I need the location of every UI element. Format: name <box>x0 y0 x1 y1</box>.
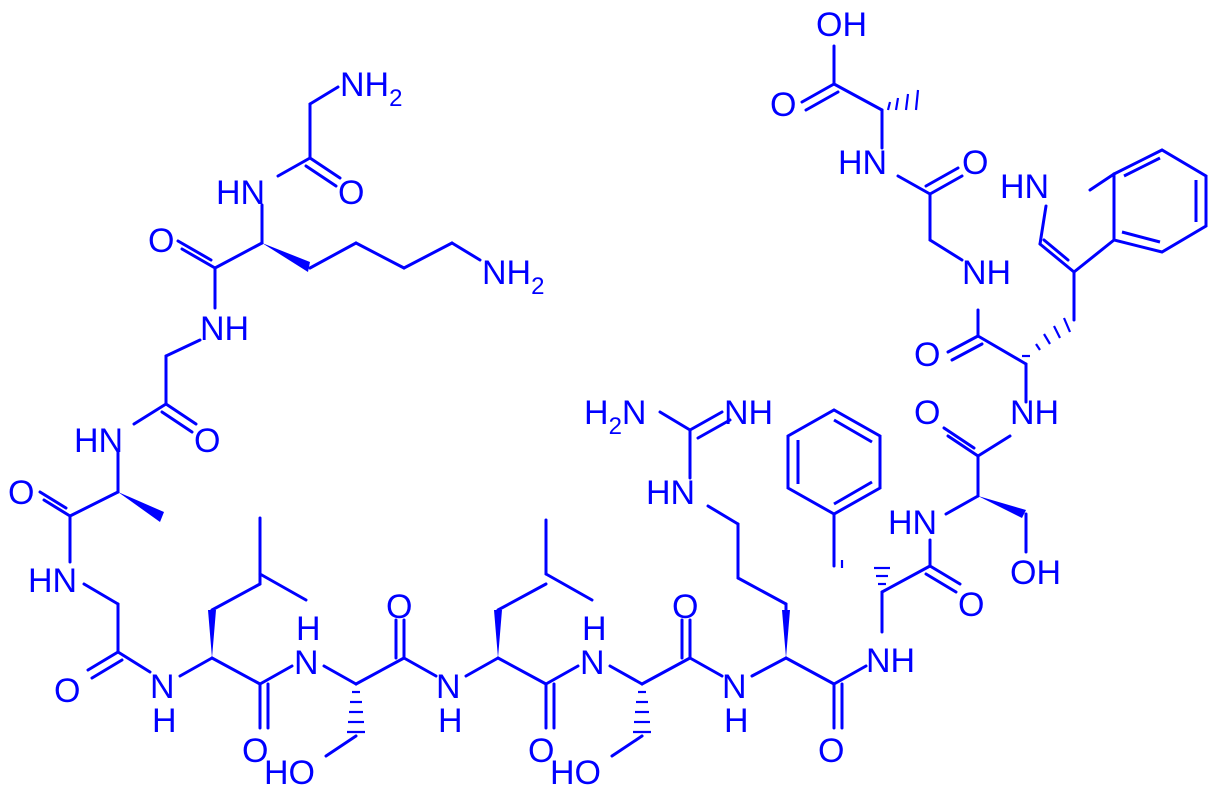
n-ser1-h-label: H <box>296 610 321 648</box>
wedge-bond-ala <box>118 492 164 522</box>
nh2-terminal-label: NH2 <box>340 66 402 112</box>
ho-ser1-label: HO <box>264 754 315 788</box>
phenyl-ring <box>786 408 882 516</box>
wedge-bond-arg <box>782 610 790 658</box>
oh-acid-label: OH <box>816 6 867 44</box>
indole-ring-double-bond-1 <box>1123 156 1161 178</box>
hn-indole-label: HN <box>1000 168 1049 206</box>
n-ser2-h-label: H <box>582 610 607 648</box>
n-leu2-h-label: H <box>438 702 463 740</box>
hn-gly3-label: HN <box>28 562 77 600</box>
bond-lines <box>38 44 1116 758</box>
hn-ala2-label: HN <box>838 144 887 182</box>
o-trp-label: O <box>914 336 940 374</box>
indole-ring-double-bond-3 <box>1121 230 1161 244</box>
hn-ser3-label: HN <box>888 504 937 542</box>
hash-bonds <box>347 89 1072 734</box>
h2n-guanidino-label: H2N <box>584 394 646 440</box>
nh-trp-label: NH <box>1010 394 1059 432</box>
o-gly2-label: O <box>194 422 220 460</box>
phenyl-ring-double-bonds-2 <box>833 418 873 444</box>
oh-ser3-label: OH <box>1010 554 1061 592</box>
indole-benzene-ring <box>1112 148 1208 254</box>
o-lys-label: O <box>148 222 174 260</box>
n-leu1-label: N <box>150 668 175 706</box>
n-leu1-h-label: H <box>152 702 177 740</box>
n-arg-label: N <box>722 668 747 706</box>
nh2-lys-sidechain-label: NH2 <box>482 254 544 300</box>
o-ser3-label: O <box>914 394 940 432</box>
o-gly1-label: O <box>338 174 364 212</box>
o-gly4-label: O <box>962 144 988 182</box>
wedge-bond-lys <box>262 243 310 272</box>
nh-gly4-label: NH <box>962 254 1011 292</box>
nh-guanidino-label: NH <box>724 394 773 432</box>
n-leu2-label: N <box>436 668 461 706</box>
o-acid-label: O <box>770 86 796 124</box>
o-leu1-label: O <box>242 732 268 770</box>
wedge-bond-leu2 <box>494 610 502 658</box>
nh-gly1-label: NH <box>200 310 249 348</box>
n-ser1-label: N <box>294 644 319 682</box>
hn-lys-label: HN <box>216 174 265 212</box>
n-ser2-label: N <box>580 644 605 682</box>
wedge-bond-ser3 <box>978 496 1026 518</box>
phenyl-ring-double-bonds-3 <box>833 480 873 506</box>
hn-ala-label: HN <box>74 422 123 460</box>
o-leu2-label: O <box>528 732 554 770</box>
o-ser1-label: O <box>386 588 412 626</box>
wedge-bond-leu1 <box>208 610 216 658</box>
o-ser2-label: O <box>672 588 698 626</box>
o-arg-label: O <box>818 732 844 770</box>
n-arg-h-label: H <box>724 702 749 740</box>
nh-phe-label: NH <box>866 642 915 680</box>
o-gly3-label: O <box>54 672 80 710</box>
o-phe-label: O <box>958 586 984 624</box>
atom-labels: NH2 HN O O NH NH2 HN O O HN O N H O H N … <box>8 6 1061 788</box>
o-ala-label: O <box>8 474 34 512</box>
ho-ser2-label: HO <box>550 754 601 788</box>
hn-guanidino-label: HN <box>646 474 695 512</box>
